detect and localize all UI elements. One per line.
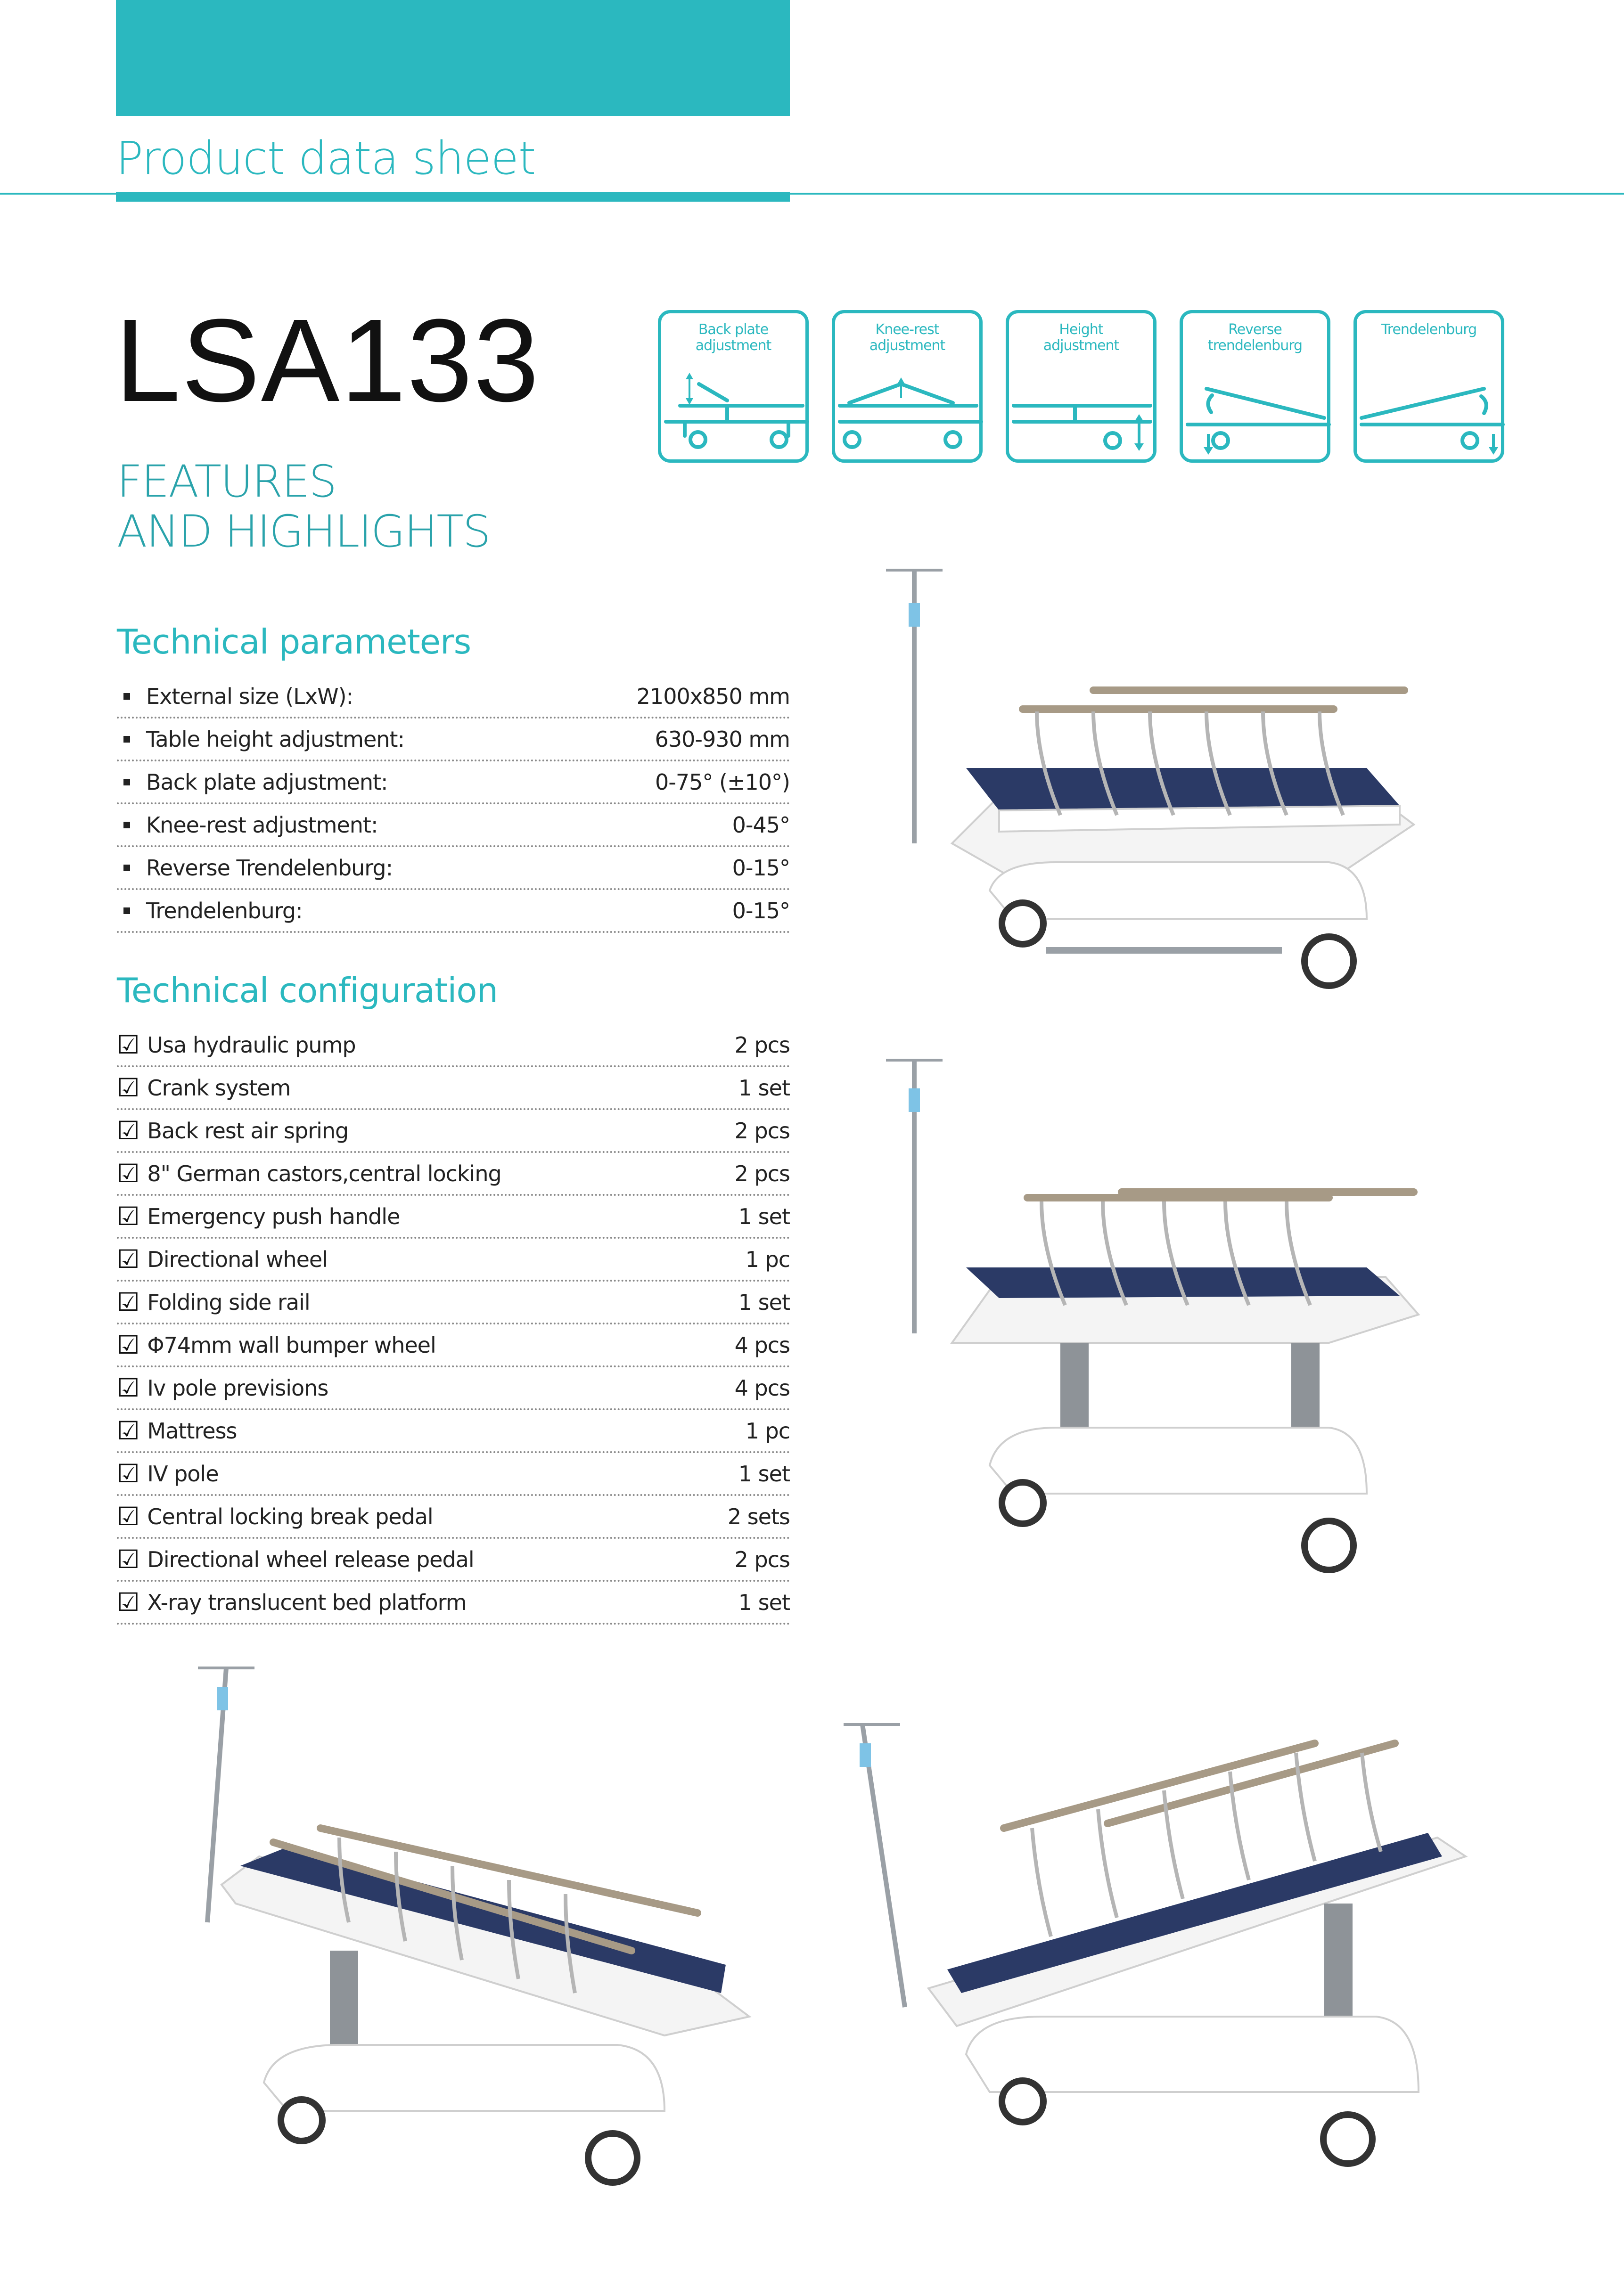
table-row: External size (LxW):2100x850 mm [117, 676, 790, 719]
table-row: Back plate adjustment:0-75° (±10°) [117, 761, 790, 804]
bullet-icon [123, 907, 130, 914]
checkbox-icon: ☑ [117, 1458, 140, 1488]
height-icon [1012, 404, 1152, 451]
checkbox-icon: ☑ [117, 1072, 140, 1103]
features-heading-line-1: FEATURES [117, 456, 337, 507]
checkbox-icon: ☑ [117, 1330, 140, 1360]
checkbox-icon: ☑ [117, 1501, 140, 1531]
trendelenburg-icon-card: Trendelenburg [1353, 310, 1505, 463]
stretcher-image-back-raised [198, 1667, 752, 2186]
checkbox-icon: ☑ [117, 1158, 140, 1188]
header-divider-accent [116, 192, 790, 202]
bullet-icon [123, 693, 130, 700]
table-row: Table height adjustment:630-930 mm [117, 719, 790, 761]
bullet-icon [123, 821, 130, 828]
technical-parameters-table: External size (LxW):2100x850 mm Table he… [117, 676, 790, 933]
checkbox-icon: ☑ [117, 1415, 140, 1446]
checkbox-icon: ☑ [117, 1115, 140, 1145]
back-plate-icon [664, 373, 809, 449]
header-divider [0, 193, 1624, 195]
table-row: Knee-rest adjustment:0-45° [117, 804, 790, 847]
trendelenburg-icon [1360, 387, 1505, 455]
model-title: LSA133 [115, 294, 540, 426]
bullet-icon [123, 864, 130, 871]
table-row: Trendelenburg:0-15° [117, 890, 790, 933]
header-accent-bar [116, 0, 790, 116]
table-row: Reverse Trendelenburg:0-15° [117, 847, 790, 890]
checkbox-icon: ☑ [117, 1030, 140, 1060]
checkbox-icon: ☑ [117, 1244, 140, 1274]
features-heading-line-2: AND HIGHLIGHTS [117, 506, 491, 557]
stretcher-image-raised [886, 1059, 1420, 1573]
stretcher-image-flat [886, 569, 1416, 989]
stretcher-image-tilted [844, 1723, 1468, 2167]
bullet-icon [123, 735, 130, 743]
knee-rest-icon [838, 377, 983, 449]
page-header-title: Product data sheet [116, 132, 536, 185]
checkbox-icon: ☑ [117, 1287, 140, 1317]
features-heading: FEATURES AND HIGHLIGHTS [117, 456, 491, 557]
bullet-icon [123, 778, 130, 785]
technical-configuration-title: Technical configuration [117, 971, 498, 1010]
technical-parameters-title: Technical parameters [117, 622, 471, 662]
reverse-trendelenburg-icon [1186, 387, 1331, 455]
checkbox-icon: ☑ [117, 1587, 140, 1617]
icon-caption: Trendelenburg [1381, 321, 1477, 338]
checkbox-icon: ☑ [117, 1373, 140, 1403]
checkbox-icon: ☑ [117, 1544, 140, 1574]
checkbox-icon: ☑ [117, 1201, 140, 1231]
